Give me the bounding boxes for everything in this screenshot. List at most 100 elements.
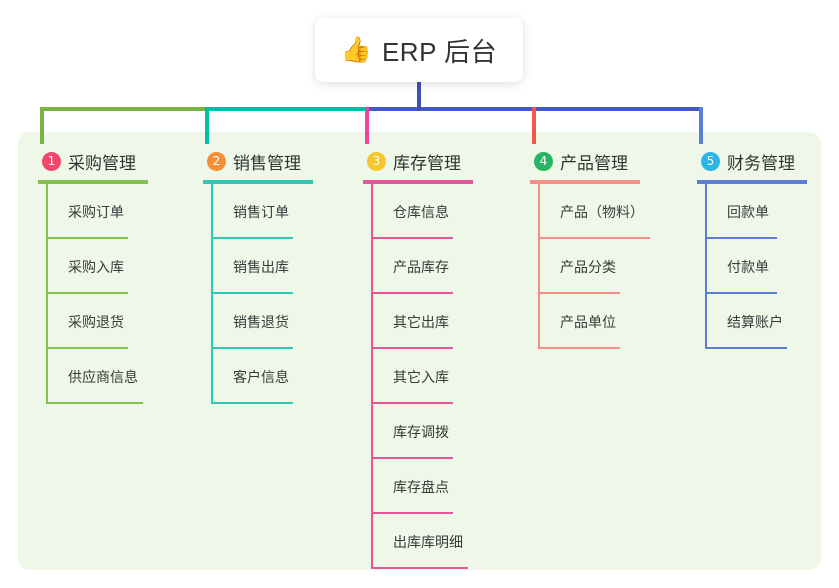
- list-item-label: 采购退货: [68, 313, 124, 330]
- column-spine-inventory: [371, 184, 373, 569]
- page-title: ERP 后台: [381, 36, 498, 67]
- list-item-underline: [538, 237, 650, 239]
- list-item[interactable]: 销售退货: [211, 294, 313, 349]
- drop-col1: [40, 107, 44, 144]
- list-item[interactable]: 付款单: [705, 239, 807, 294]
- list-item-label: 出库库明细: [393, 533, 463, 550]
- column-spine-finance: [705, 184, 707, 349]
- list-item[interactable]: 供应商信息: [46, 349, 148, 404]
- list-item-label: 库存盘点: [393, 478, 449, 495]
- column-spine-purchase: [46, 184, 48, 404]
- column-spine-sales: [211, 184, 213, 404]
- list-item-underline: [211, 402, 293, 404]
- list-item[interactable]: 采购退货: [46, 294, 148, 349]
- column-title-sales: 销售管理: [233, 153, 301, 173]
- list-item-underline: [371, 347, 453, 349]
- list-item[interactable]: 结算账户: [705, 294, 807, 349]
- column-title-inventory: 库存管理: [393, 153, 461, 173]
- column-items-finance: 回款单付款单结算账户: [705, 184, 807, 349]
- column-underline-purchase: [38, 180, 148, 184]
- column-items-product: 产品（物料）产品分类产品单位: [538, 184, 650, 349]
- list-item[interactable]: 销售订单: [211, 184, 313, 239]
- list-item-underline: [371, 457, 453, 459]
- column-items-sales: 销售订单销售出库销售退货客户信息: [211, 184, 313, 404]
- list-item[interactable]: 其它入库: [371, 349, 473, 404]
- list-item-label: 供应商信息: [68, 368, 138, 385]
- column-badge-product: 4: [534, 151, 553, 171]
- list-item-underline: [705, 237, 777, 239]
- list-item[interactable]: 产品分类: [538, 239, 644, 294]
- column-product: 4 产品管理产品（物料）产品分类产品单位: [530, 148, 650, 349]
- column-underline-sales: [203, 180, 313, 184]
- column-underline-product: [530, 180, 640, 184]
- list-item-underline: [211, 237, 293, 239]
- list-item-label: 仓库信息: [393, 203, 449, 220]
- list-item[interactable]: 采购订单: [46, 184, 148, 239]
- list-item[interactable]: 产品单位: [538, 294, 644, 349]
- list-item-label: 采购订单: [68, 203, 124, 220]
- list-item[interactable]: 产品（物料）: [538, 184, 650, 239]
- list-item-underline: [46, 347, 128, 349]
- list-item-underline: [371, 292, 453, 294]
- column-header-purchase[interactable]: 1 采购管理: [38, 148, 148, 174]
- list-item[interactable]: 客户信息: [211, 349, 313, 404]
- list-item[interactable]: 库存调拨: [371, 404, 473, 459]
- column-items-purchase: 采购订单采购入库采购退货供应商信息: [46, 184, 148, 404]
- list-item-label: 销售退货: [233, 313, 289, 330]
- column-title-finance: 财务管理: [727, 153, 795, 173]
- drop-col3: [365, 107, 369, 144]
- drop-col4: [532, 107, 536, 144]
- drop-col5: [699, 107, 703, 144]
- list-item-label: 产品单位: [560, 313, 616, 330]
- list-item-underline: [46, 292, 128, 294]
- column-badge-sales: 2: [207, 151, 226, 171]
- column-sales: 2 销售管理销售订单销售出库销售退货客户信息: [203, 148, 313, 404]
- list-item[interactable]: 采购入库: [46, 239, 148, 294]
- list-item-label: 结算账户: [727, 313, 783, 330]
- column-header-sales[interactable]: 2 销售管理: [203, 148, 313, 174]
- list-item-label: 销售出库: [233, 258, 289, 275]
- list-item-underline: [538, 347, 620, 349]
- segment-teal: [205, 107, 369, 111]
- list-item[interactable]: 仓库信息: [371, 184, 473, 239]
- list-item[interactable]: 产品库存: [371, 239, 473, 294]
- column-badge-inventory: 3: [367, 151, 386, 171]
- column-header-inventory[interactable]: 3 库存管理: [363, 148, 473, 174]
- column-header-product[interactable]: 4 产品管理: [530, 148, 644, 174]
- list-item-underline: [371, 512, 453, 514]
- column-title-purchase: 采购管理: [68, 153, 136, 173]
- list-item-label: 付款单: [727, 258, 769, 275]
- list-item-label: 其它出库: [393, 313, 449, 330]
- column-title-product: 产品管理: [560, 153, 628, 173]
- list-item-underline: [211, 347, 293, 349]
- list-item[interactable]: 其它出库: [371, 294, 473, 349]
- column-items-inventory: 仓库信息产品库存其它出库其它入库库存调拨库存盘点出库库明细: [371, 184, 473, 569]
- diagram-panel: [18, 132, 821, 570]
- list-item-label: 销售订单: [233, 203, 289, 220]
- thumbs-up-icon: 👍: [340, 35, 372, 64]
- list-item-underline: [705, 347, 787, 349]
- list-item-label: 库存调拨: [393, 423, 449, 440]
- list-item-underline: [538, 292, 620, 294]
- list-item-underline: [46, 402, 143, 404]
- list-item[interactable]: 回款单: [705, 184, 807, 239]
- list-item-label: 产品库存: [393, 258, 449, 275]
- list-item[interactable]: 出库库明细: [371, 514, 473, 569]
- list-item-underline: [46, 237, 128, 239]
- list-item-underline: [371, 237, 453, 239]
- title-card: 👍 ERP 后台: [315, 18, 523, 82]
- column-inventory: 3 库存管理仓库信息产品库存其它出库其它入库库存调拨库存盘点出库库明细: [363, 148, 473, 569]
- column-badge-purchase: 1: [42, 151, 61, 171]
- column-badge-finance: 5: [701, 151, 720, 171]
- list-item-label: 其它入库: [393, 368, 449, 385]
- list-item-underline: [371, 567, 468, 569]
- list-item[interactable]: 销售出库: [211, 239, 313, 294]
- list-item-label: 采购入库: [68, 258, 124, 275]
- column-header-finance[interactable]: 5 财务管理: [697, 148, 807, 174]
- column-spine-product: [538, 184, 540, 349]
- column-finance: 5 财务管理回款单付款单结算账户: [697, 148, 807, 349]
- list-item-label: 客户信息: [233, 368, 289, 385]
- segment-green: [40, 107, 209, 111]
- column-underline-inventory: [363, 180, 473, 184]
- list-item[interactable]: 库存盘点: [371, 459, 473, 514]
